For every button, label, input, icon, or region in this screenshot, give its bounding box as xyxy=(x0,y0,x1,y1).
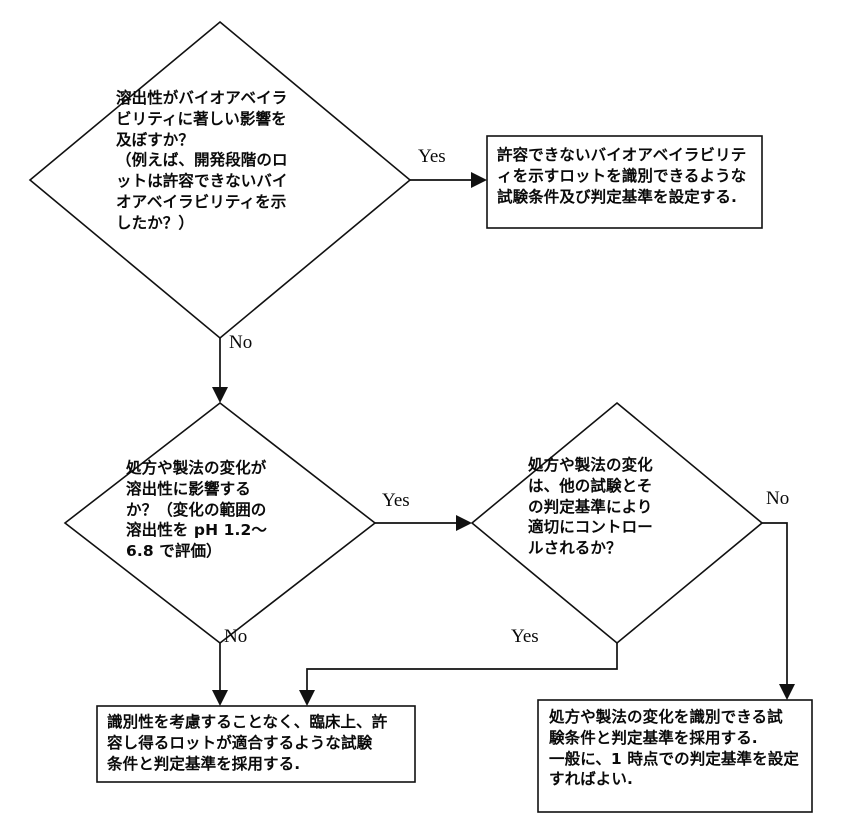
edge-label-yes-mid: Yes xyxy=(382,490,410,511)
edge-yes-top-to-box xyxy=(410,172,487,188)
edge-label-no-mid-right: No xyxy=(766,488,790,509)
edge-label-yes-top: Yes xyxy=(418,146,446,167)
node-top-diamond-label: 溶出性がバイオアベイラ ビリティに著しい影響を 及ぼすか？ （例えば、開発段階の… xyxy=(116,89,288,232)
edge-no-mid-right-to-bottom-right-box xyxy=(762,522,795,700)
node-bottom-left-box-label: 識別性を考慮することなく、臨床上、許 容し得るロットが適合するような試験 条件と… xyxy=(107,713,388,773)
node-mid-left-diamond-label: 処方や製法の変化が 溶出性に影響する か？（変化の範囲の 溶出性を pH 1.2… xyxy=(126,459,268,561)
node-top-right-box-label: 許容できないバイオアベイラビリテ ィを示すロットを識別できるような 試験条件及び… xyxy=(497,146,747,206)
edge-label-yes-mid-right: Yes xyxy=(511,626,539,647)
edge-label-no-top: No xyxy=(229,332,253,353)
node-bottom-right-box-shape[interactable] xyxy=(537,699,813,813)
node-top-right-box-shape[interactable] xyxy=(486,135,763,229)
edge-no-top-to-mid-left xyxy=(212,338,228,403)
edge-label-no-mid-left: No xyxy=(224,626,248,647)
node-mid-right-diamond-label: 処方や製法の変化 は、他の試験とそ の判定基準により 適切にコントロー ルされる… xyxy=(528,456,653,558)
edge-yes-mid-right-to-bottom-left-box xyxy=(299,643,618,706)
edge-no-mid-left-to-bottom-left-box xyxy=(212,643,228,706)
node-bottom-right-box-label: 処方や製法の変化を識別できる試 験条件と判定基準を採用する. 一般に、1 時点で… xyxy=(549,708,799,789)
edge-yes-mid-left-to-mid-right xyxy=(375,515,472,531)
node-bottom-left-box-shape[interactable] xyxy=(96,705,416,783)
